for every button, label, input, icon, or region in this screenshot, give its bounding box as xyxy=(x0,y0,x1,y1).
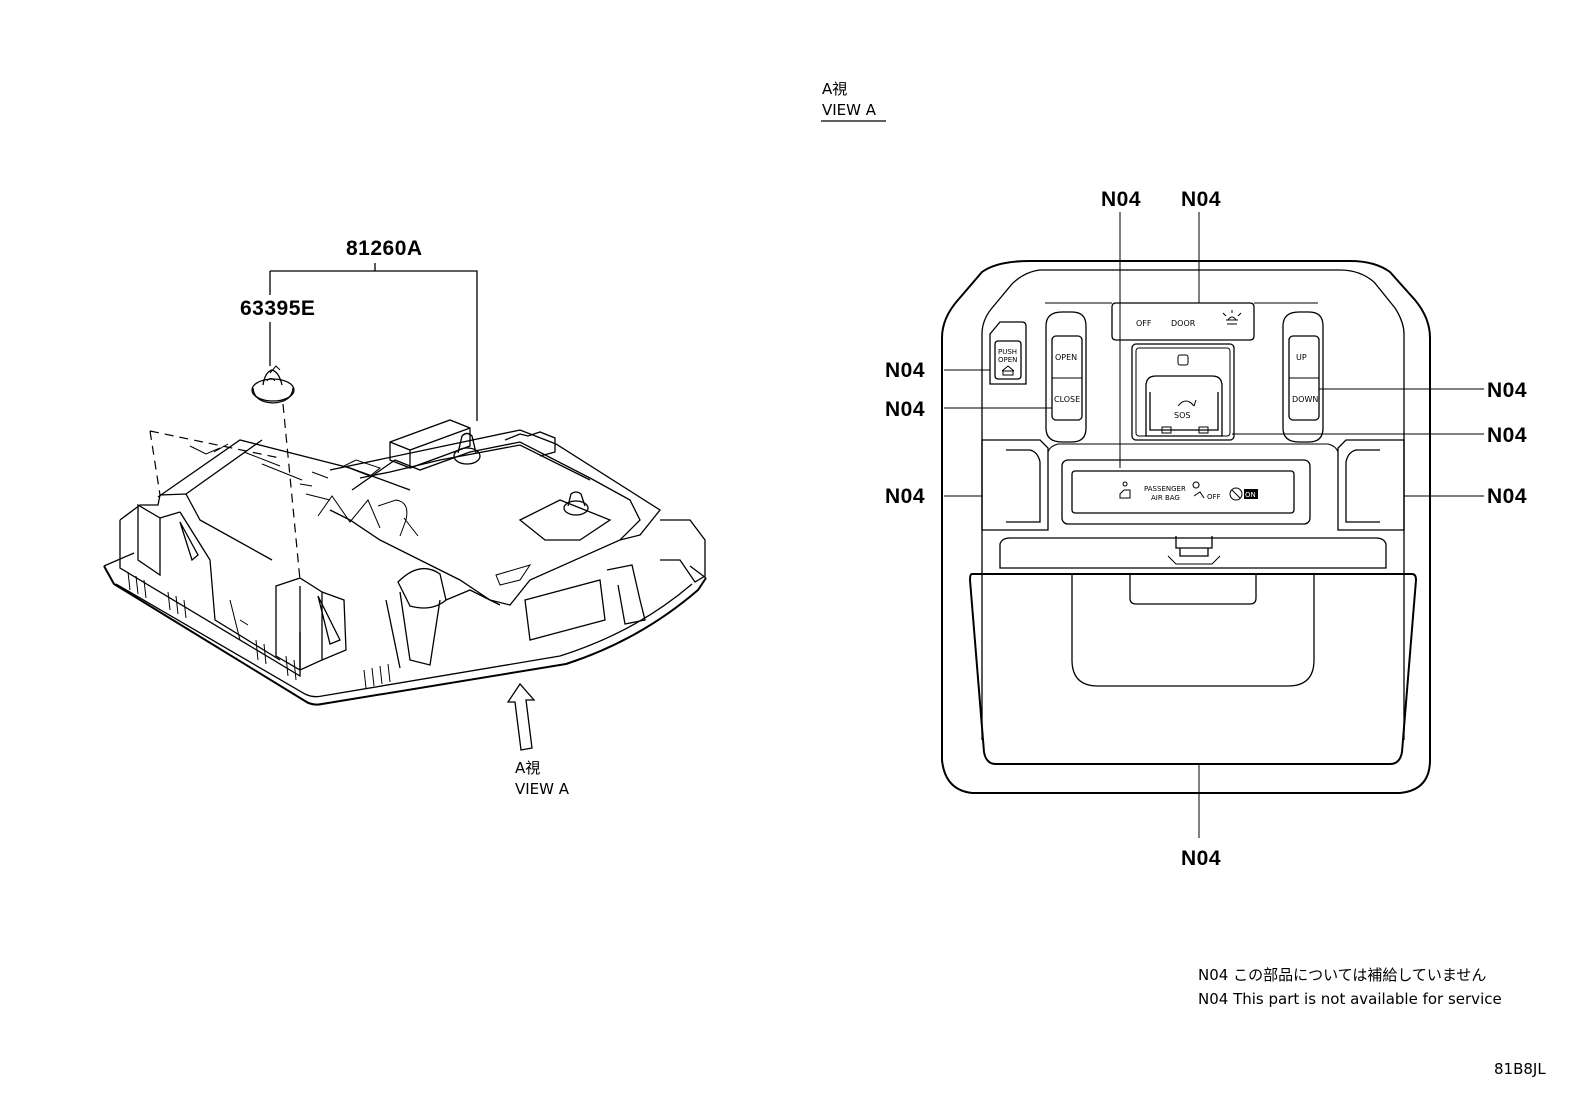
airbag-off-icon xyxy=(1192,481,1205,499)
lamp-off-label: OFF xyxy=(1136,319,1152,328)
center-panel-outline xyxy=(1047,443,1339,453)
push-label: PUSH xyxy=(998,348,1017,356)
view-a-title-en: VIEW A xyxy=(822,101,877,119)
view-a-arrow xyxy=(506,682,536,751)
dome-lamp-icon xyxy=(1222,310,1242,325)
airbag-label: AIR BAG xyxy=(1151,494,1180,502)
sunglass-box[interactable] xyxy=(968,573,1418,765)
console-housing[interactable] xyxy=(103,419,707,706)
telematics-icon xyxy=(1177,354,1189,366)
box-latch[interactable] xyxy=(999,536,1387,569)
clip-dash-line xyxy=(282,403,301,581)
sunroof-icon xyxy=(1001,365,1015,376)
airbag-on-icon xyxy=(1229,487,1243,501)
close-label: CLOSE xyxy=(1054,395,1080,404)
callout-n04-top-right[interactable]: N04 xyxy=(1181,188,1221,211)
airbag-on-label: ON xyxy=(1245,491,1256,499)
leader-81260A xyxy=(269,263,478,421)
callout-n04-right-cover[interactable]: N04 xyxy=(1487,485,1527,508)
callout-n04-up-down[interactable]: N04 xyxy=(1487,379,1527,402)
view-a-title-jp: A視 xyxy=(822,80,847,98)
view-a-label-en: VIEW A xyxy=(515,780,570,798)
callout-n04-sos[interactable]: N04 xyxy=(1487,424,1527,447)
up-label: UP xyxy=(1296,353,1307,362)
passenger-airbag-indicator[interactable]: PASSENGER AIR BAG OFF ON xyxy=(1061,459,1311,525)
airbag-on-box xyxy=(1244,489,1258,499)
callout-n04-close[interactable]: N04 xyxy=(885,398,925,421)
push-open-button[interactable]: PUSH OPEN xyxy=(989,321,1027,385)
view-a-label-jp: A視 xyxy=(515,759,540,777)
callout-n04-bottom[interactable]: N04 xyxy=(1181,847,1221,870)
tilt-up-down-switch[interactable]: UP DOWN xyxy=(1282,311,1324,443)
part-number-81260A[interactable]: 81260A xyxy=(346,237,423,260)
push-open-label: OPEN xyxy=(998,356,1017,364)
callout-n04-push-open[interactable]: N04 xyxy=(885,359,925,382)
sos-button-module[interactable]: SOS xyxy=(1131,343,1235,441)
lamp-door-label: DOOR xyxy=(1171,319,1196,328)
airbag-off-label: OFF xyxy=(1207,493,1221,501)
overhead-console-assembly-drawing: 81260A 63395E xyxy=(103,237,707,798)
passenger-seat-icon xyxy=(1119,481,1131,499)
note-en: N04 This part is not available for servi… xyxy=(1198,990,1502,1008)
open-label: OPEN xyxy=(1055,353,1077,362)
right-side-cover[interactable] xyxy=(1337,439,1405,531)
note-jp: N04 この部品については補給していません xyxy=(1198,966,1486,984)
callout-n04-left-cover[interactable]: N04 xyxy=(885,485,925,508)
callout-leaders xyxy=(944,212,1484,838)
view-a-panel: A視 VIEW A OFF DOOR PUSH OPEN xyxy=(821,80,1527,870)
sos-arrow-icon xyxy=(1177,399,1197,407)
sos-label: SOS xyxy=(1174,411,1190,420)
lamp-switch-strip[interactable]: OFF DOOR xyxy=(1045,302,1318,341)
mount-dash-lines xyxy=(149,430,281,496)
part-number-63395E[interactable]: 63395E xyxy=(240,297,315,320)
figure-id: 81B8JL xyxy=(1494,1060,1546,1078)
console-outline xyxy=(941,260,1431,794)
sunroof-open-close-switch[interactable]: OPEN CLOSE xyxy=(1045,311,1087,443)
down-label: DOWN xyxy=(1292,395,1318,404)
clip-part-63395E[interactable] xyxy=(251,365,295,404)
passenger-label: PASSENGER xyxy=(1144,485,1186,493)
callout-n04-top-left[interactable]: N04 xyxy=(1101,188,1141,211)
left-side-cover[interactable] xyxy=(981,439,1049,531)
